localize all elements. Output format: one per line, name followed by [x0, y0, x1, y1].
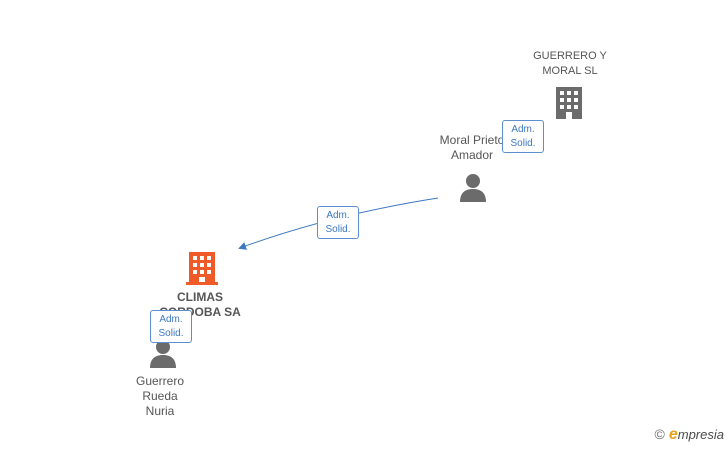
- edge-badge-line-1: Adm.: [159, 314, 183, 325]
- node-guerrero-rueda-label-2: Rueda: [142, 389, 178, 403]
- building-icon[interactable]: [186, 250, 218, 286]
- node-climas-label-1: CLIMAS: [177, 290, 223, 304]
- edge-badge-moral-climas[interactable]: Adm. Solid.: [317, 206, 359, 239]
- edge-badge-line-1: Adm.: [511, 124, 535, 135]
- node-guerrero-rueda-label-3: Nuria: [145, 404, 175, 418]
- node-moral-prieto-label-2: Amador: [450, 148, 494, 162]
- copyright-icon: ©: [654, 426, 665, 442]
- node-moral-prieto-label-1: Moral Prieto: [439, 133, 505, 147]
- brand-logo: ©empresia: [655, 426, 724, 444]
- node-guerrero-moral-label-2: MORAL SL: [542, 65, 598, 77]
- building-icon[interactable]: [554, 85, 584, 119]
- brand-letter: e: [668, 426, 678, 443]
- person-icon[interactable]: [148, 338, 178, 368]
- edge-badge-line-2: Solid.: [325, 224, 351, 235]
- edge-badge-line-1: Adm.: [326, 210, 350, 221]
- edge-badge-guerrero-rueda[interactable]: Adm. Solid.: [150, 310, 192, 343]
- node-guerrero-rueda-label-1: Guerrero: [135, 374, 185, 388]
- edge-badge-line-2: Solid.: [510, 138, 536, 149]
- node-guerrero-moral-label-1: GUERRERO Y: [533, 50, 607, 62]
- edge-badge-guerrero-moral[interactable]: Adm. Solid.: [502, 120, 544, 153]
- edge-badge-line-2: Solid.: [158, 328, 184, 339]
- brand-text: mpresia: [677, 427, 724, 442]
- person-icon[interactable]: [458, 172, 488, 202]
